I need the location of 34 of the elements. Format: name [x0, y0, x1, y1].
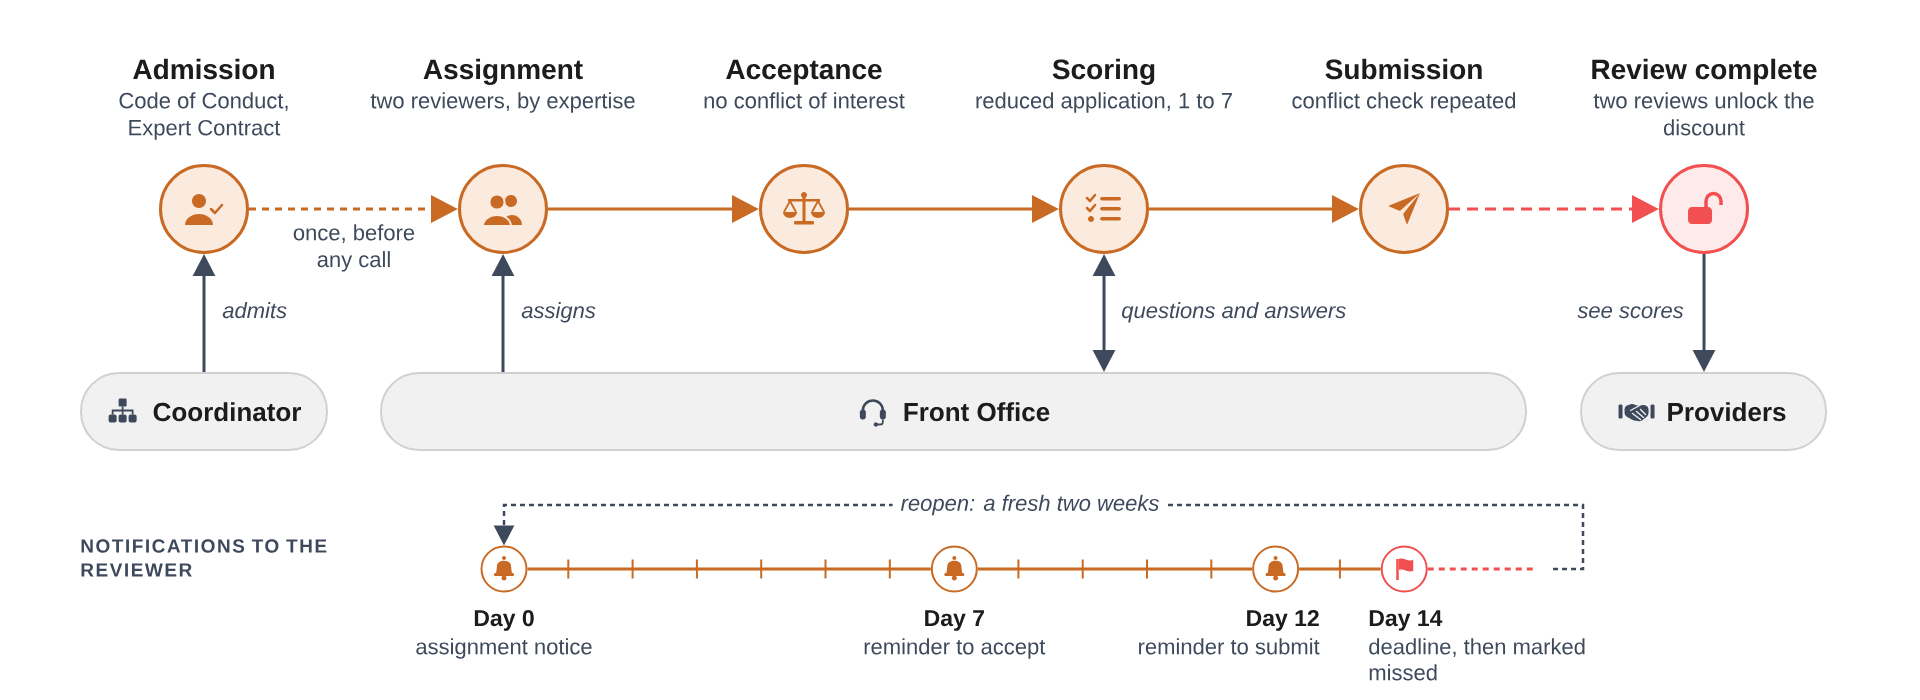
- stage-description: two reviews unlock the discount: [1593, 92, 1814, 136]
- edge-label: see scores: [1577, 306, 1684, 319]
- line: [527, 567, 931, 571]
- actor-box: Front Office: [380, 372, 1527, 451]
- line: [1427, 567, 1536, 571]
- stage-title: Assignment: [423, 58, 583, 85]
- stage-description: conflict check repeated: [1292, 92, 1516, 113]
- stage-description: reduced application, 1 to 7: [976, 92, 1232, 113]
- line: [1299, 567, 1381, 571]
- day-title: Day 14: [1369, 610, 1443, 631]
- stage-title: Acceptance: [726, 59, 882, 85]
- stage-description: no conflict of interest: [704, 92, 905, 109]
- day-title: Day 12: [1247, 609, 1319, 631]
- day-description: reminder to submit: [1139, 638, 1320, 655]
- actor-box: Providers: [1580, 372, 1827, 451]
- stage-title: Scoring: [1052, 58, 1155, 85]
- day-title: Day 0: [474, 609, 534, 631]
- edge-label: admits: [222, 302, 287, 319]
- stage-description: Code of Conduct, Expert Contract: [119, 92, 288, 140]
- day-title: Day 7: [925, 610, 984, 631]
- edge-label: assigns: [521, 302, 596, 323]
- edge-label: reopen: a fresh two weeks: [892, 486, 1168, 524]
- line: [977, 567, 1253, 571]
- stage-title: Review complete: [1592, 58, 1817, 85]
- stage-description: two reviewers, by expertise: [370, 92, 635, 113]
- day-description: assignment notice: [416, 638, 592, 659]
- section-label: NOTIFICATIONS TO THE REVIEWER: [81, 539, 327, 577]
- edge-label: questions and answers: [1122, 302, 1346, 323]
- edge-label: once, before any call: [293, 224, 415, 272]
- actor-box: Coordinator: [80, 372, 328, 451]
- day-description: deadline, then marked missed: [1369, 638, 1585, 681]
- stage-title: Submission: [1325, 58, 1482, 80]
- stage-title: Admission: [133, 58, 274, 80]
- day-description: reminder to accept: [864, 638, 1046, 659]
